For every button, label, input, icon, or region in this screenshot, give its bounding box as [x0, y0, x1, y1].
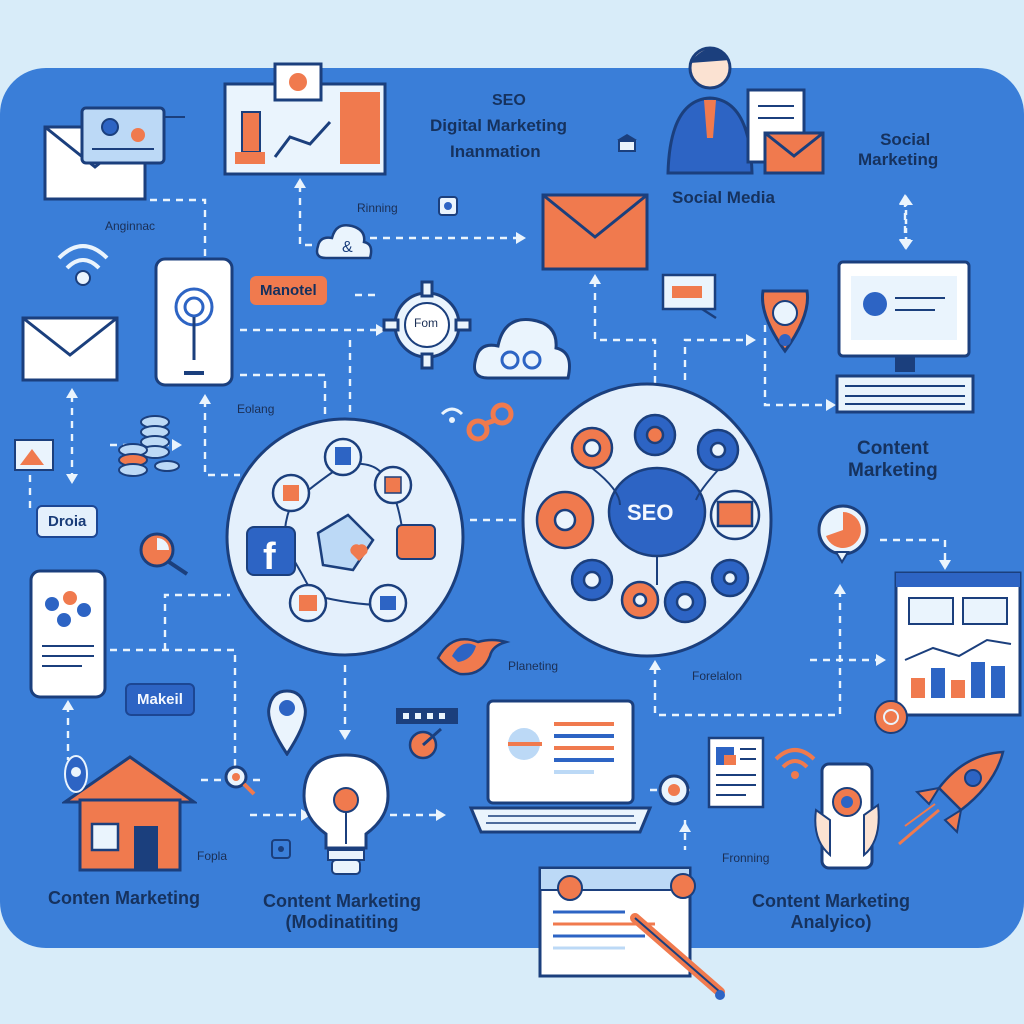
lock-icon	[64, 755, 88, 793]
computer-monitor-icon	[835, 260, 975, 414]
control-panel-icon	[396, 708, 458, 760]
facebook-icon: f	[246, 526, 296, 577]
bird-icon	[436, 638, 511, 676]
link-icon	[440, 402, 514, 442]
planeting-label: Planeting	[508, 659, 559, 673]
cloud-icon	[473, 318, 571, 380]
photo-frame-icon	[14, 439, 54, 471]
seo-badge-label: SEO	[627, 500, 674, 525]
cloud-small-icon: &	[315, 224, 373, 260]
rocket-icon	[898, 750, 1005, 846]
house-icon	[62, 755, 197, 872]
badge-icon	[438, 196, 458, 216]
content-marketing-bottom-left-label: Conten Marketing	[48, 888, 201, 908]
search-icon	[224, 765, 256, 796]
location-pin-icon	[267, 689, 307, 756]
pie-chat-icon	[817, 504, 869, 564]
svg-text:&: &	[342, 239, 353, 256]
rinning-label: Rinning	[357, 201, 398, 215]
makeil-tag: Makeil	[125, 683, 195, 716]
seo-gears-icon	[521, 382, 773, 658]
laptop-icon	[468, 699, 653, 834]
magnifier-icon	[139, 532, 189, 576]
target-icon	[658, 774, 690, 806]
seo-header-label: SEO	[492, 92, 526, 109]
eolang-label: Eolang	[237, 402, 275, 416]
smartphone-document-icon	[29, 569, 107, 699]
coins-icon	[118, 415, 180, 477]
businessman-icon	[666, 46, 825, 175]
fom-label: Fom	[414, 316, 438, 330]
wifi-icon	[57, 244, 109, 286]
wifi-orange-icon	[774, 748, 816, 779]
fopla-label: Fopla	[197, 849, 228, 863]
small-app-icon	[271, 839, 291, 859]
droia-tag: Droia	[36, 505, 99, 538]
digital-marketing-label: Digital Marketing	[430, 116, 567, 135]
email-envelope-icon	[541, 193, 649, 271]
bank-icon	[617, 134, 637, 152]
updown-arrow-icon	[899, 195, 913, 250]
content-marketing-mid-label: Content Marketing(Modinatiting	[263, 891, 422, 932]
gear-icon	[382, 280, 472, 370]
anginnac-label: Anginnac	[105, 219, 156, 233]
information-label: Inanmation	[450, 142, 541, 161]
target-pin-icon	[760, 289, 810, 354]
smartphone-icon	[154, 257, 234, 387]
forelalon-label: Forelalon	[692, 669, 743, 683]
image-card-icon	[661, 273, 717, 320]
social-hub-icon	[225, 417, 465, 657]
phone-hand-icon	[814, 762, 880, 870]
lightbulb-icon	[302, 753, 390, 875]
dashboard-chart-icon	[894, 571, 1022, 717]
coin-badge-icon	[874, 700, 908, 734]
mail-envelope-icon	[43, 106, 185, 201]
svg-text:f: f	[263, 536, 276, 577]
analytics-board-icon	[223, 62, 387, 176]
report-document-icon	[707, 736, 765, 809]
manotel-tag: Manotel	[250, 276, 327, 305]
fronning-label: Fronning	[722, 851, 770, 865]
social-media-label: Social Media	[672, 188, 775, 207]
envelope-icon	[21, 316, 119, 382]
document-pencil-icon	[538, 866, 725, 1000]
